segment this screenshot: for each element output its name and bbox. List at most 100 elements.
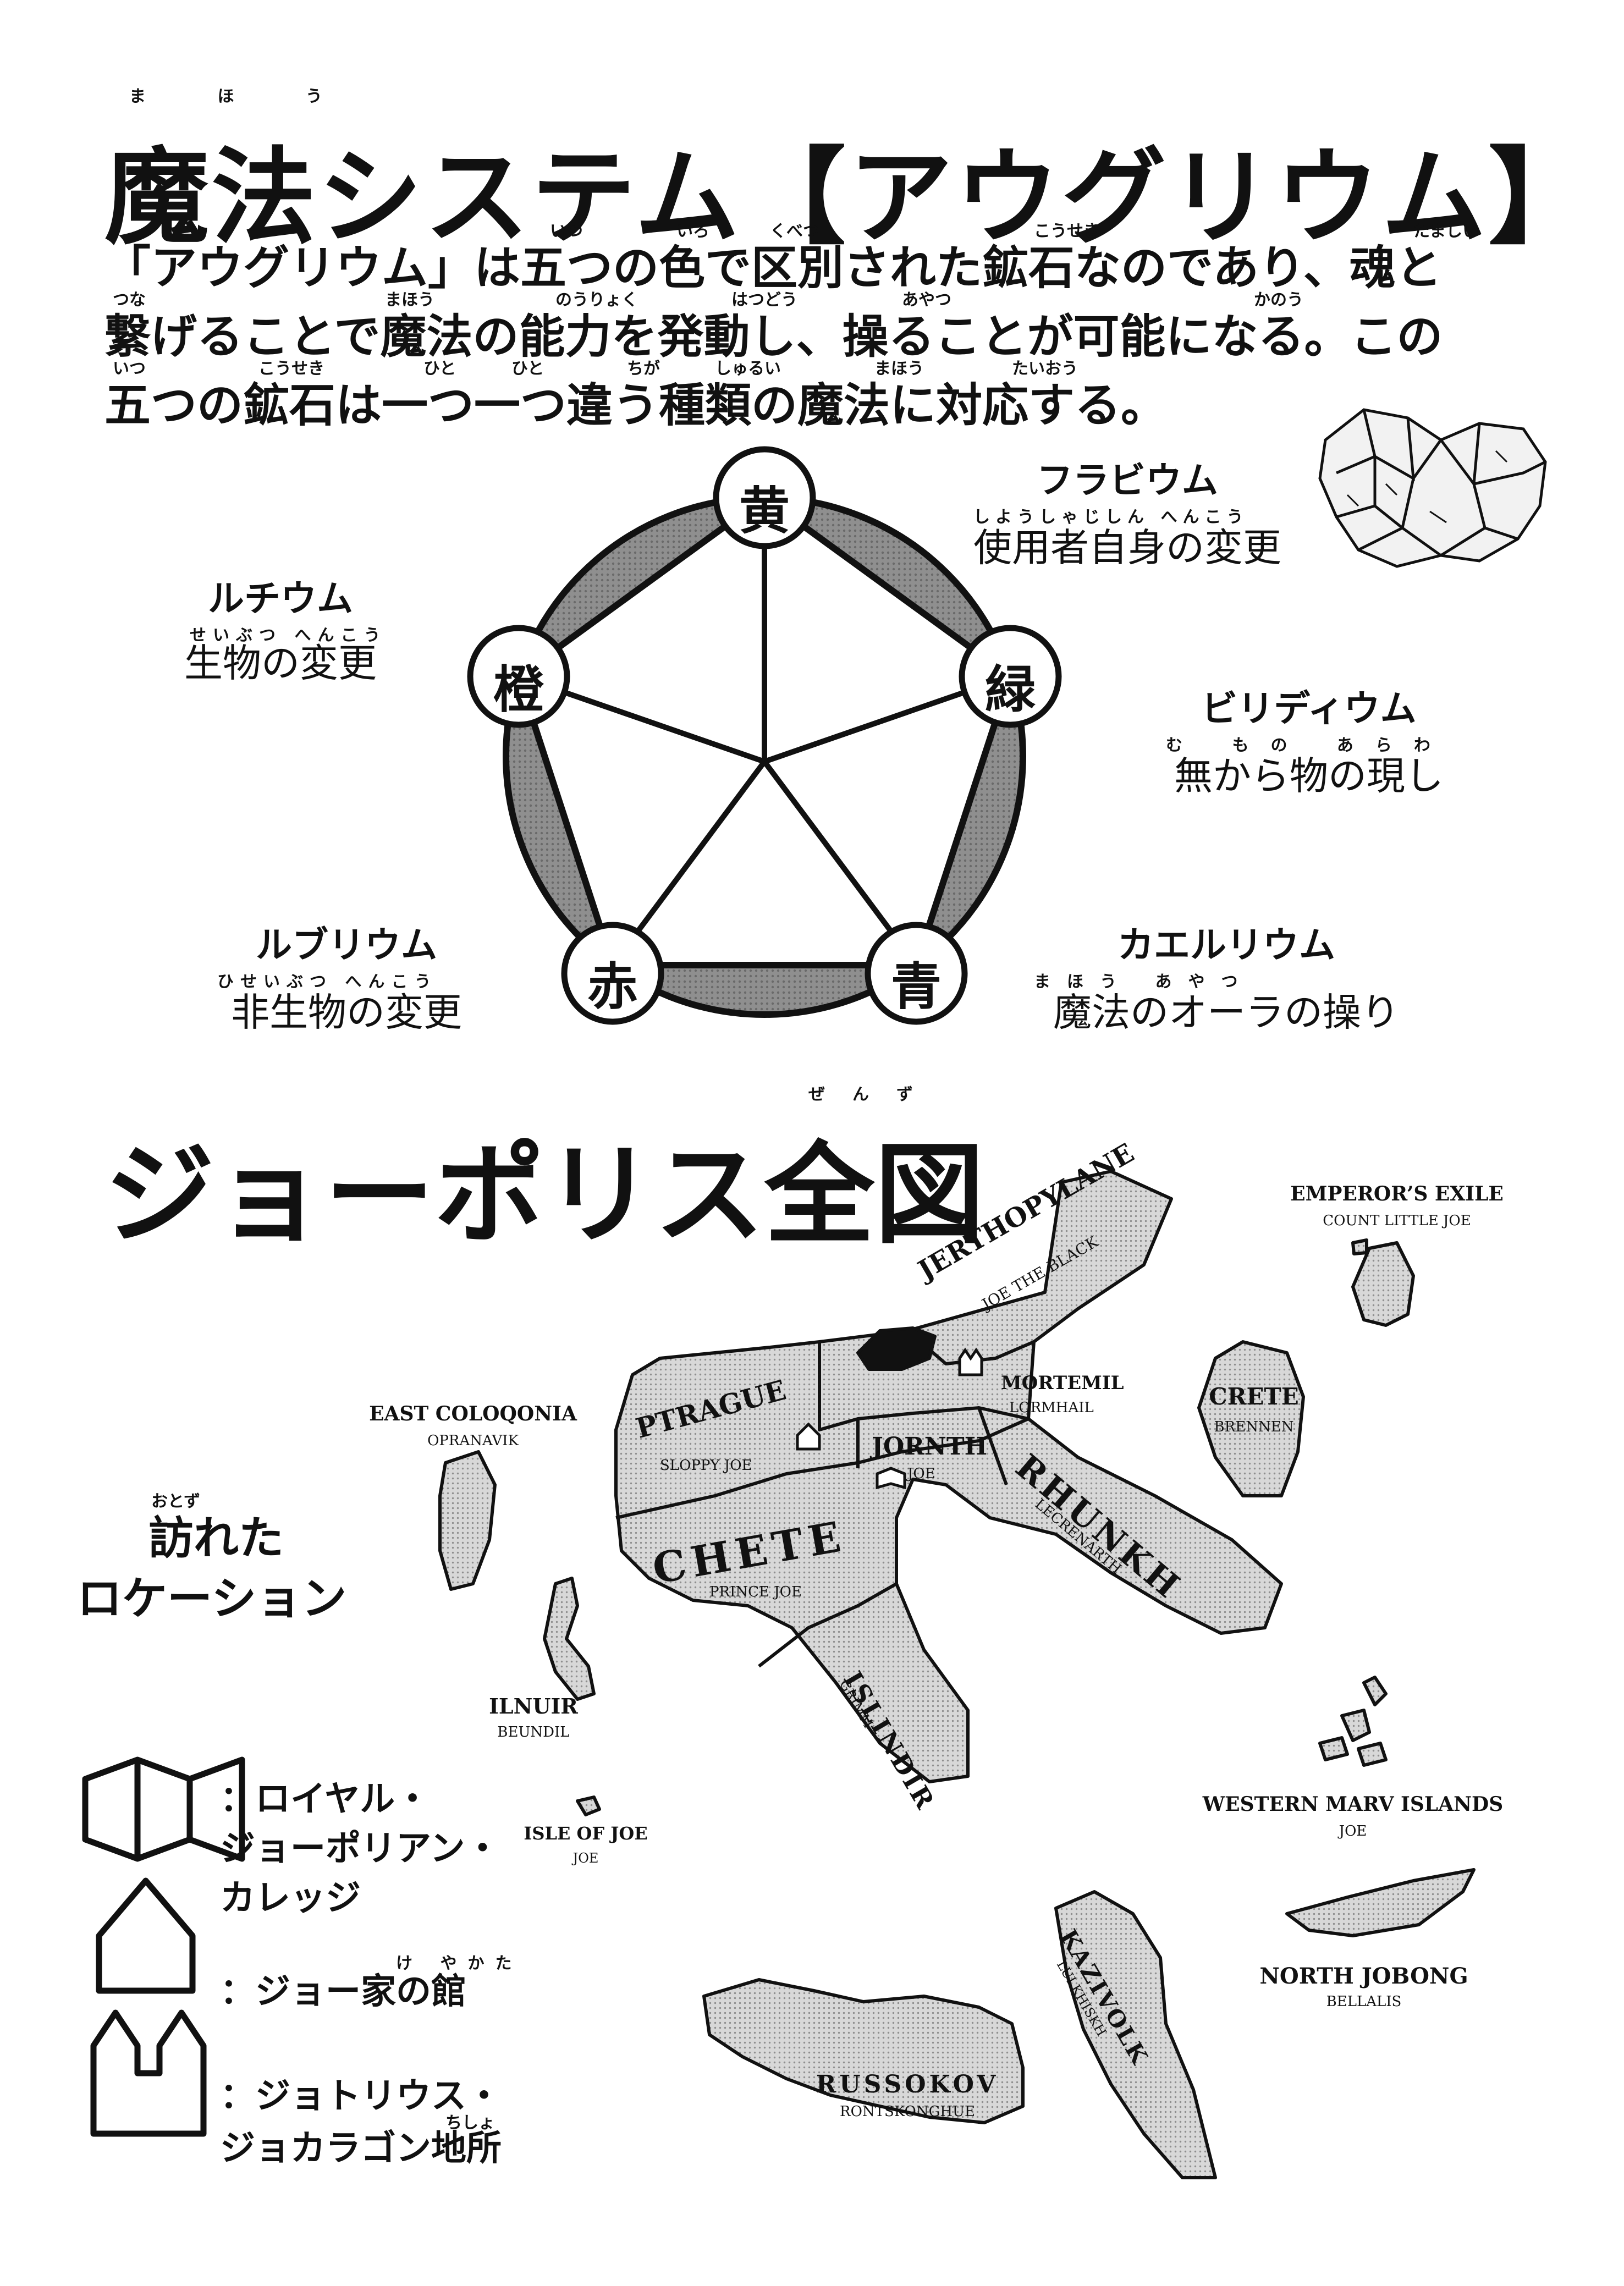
legend-book-line-3: カレッジ: [220, 1878, 361, 1919]
intro-ruby-1c: くべつ: [770, 222, 819, 241]
intro-ruby-1d: こうせき: [1034, 222, 1100, 241]
island-western-marv-4: [1357, 1742, 1388, 1767]
island-isle-of-joe: [576, 1795, 601, 1816]
label-ilnuir: ILNUIR: [489, 1694, 578, 1718]
island-north-jobong: [1285, 1868, 1476, 1937]
label-chete-sub: PRINCE JOE: [709, 1584, 802, 1600]
legend-castle-line-1: ：ジョトリウス・: [220, 2076, 502, 2117]
continent-main: [614, 1170, 1283, 1783]
augurium-diagram: [467, 408, 1547, 1025]
island-east-coloqonia: [438, 1450, 497, 1591]
flavium-desc: 使用者自身の変更: [973, 525, 1281, 570]
intro-ruby-2f: かのう: [1254, 290, 1303, 310]
intro-ruby-3c: ひと: [423, 359, 456, 378]
intro-ruby-1e: たましい: [1413, 222, 1479, 241]
legend-house-ruby: け やかた: [396, 1954, 523, 1973]
intro-ruby-3a: いつ: [113, 359, 146, 378]
label-crete-sub: BRENNEN: [1214, 1419, 1294, 1435]
map-house-icon: [796, 1422, 821, 1451]
label-russokov-sub: RONTSKONGHUE: [840, 2103, 975, 2120]
label-emperors-exile: EMPEROR’S EXILE: [1290, 1182, 1504, 1205]
intro-line-1: 「アウグリウム」は五つの色で区別された鉱石なのであり、魂と: [104, 241, 1442, 295]
lutium-desc: 生物の変更: [184, 641, 377, 686]
intro-line-3: 五つの鉱石は一つ一つ違う種類の魔法に対応する。: [104, 378, 1168, 432]
visited-line-1: 訪れた: [148, 1512, 284, 1565]
legend-book-icon: [82, 1756, 245, 1862]
map-title: ジョーポリス全図: [104, 1131, 985, 1259]
label-east-coloqonia: EAST COLOQONIA: [369, 1402, 577, 1425]
intro-ruby-1a: いつ: [550, 222, 583, 241]
label-mortemil: MORTEMIL: [1001, 1372, 1124, 1394]
legend-castle-ruby: ちしょ: [445, 2113, 495, 2133]
label-north-jobong: NORTH JOBONG: [1259, 1963, 1468, 1989]
lutium-ruby: せいぶつ へんこう: [190, 626, 387, 645]
caerulium-name: カエルリウム: [1117, 924, 1335, 966]
intro-ruby-3h: たいおう: [1012, 359, 1078, 378]
legend-house: ：ジョー家の館: [220, 1971, 466, 2012]
joepolis-map: [82, 1170, 1476, 2179]
node-yellow-label: 黄: [739, 482, 790, 541]
island-ilnuir: [543, 1577, 596, 1701]
viridium-name: ビリディウム: [1201, 687, 1417, 730]
intro-ruby-2b: まほう: [385, 290, 434, 310]
node-green: [959, 625, 1062, 728]
visited-ruby: おとず: [151, 1492, 201, 1511]
label-ilnuir-sub: BEUNDIL: [497, 1724, 570, 1740]
label-western-marv: WESTERN MARV ISLANDS: [1202, 1793, 1504, 1816]
intro-ruby-3d: ひと: [511, 359, 544, 378]
lutium-name: ルチウム: [208, 577, 353, 620]
label-western-marv-sub: JOE: [1339, 1823, 1367, 1839]
node-yellow: [713, 446, 816, 549]
intro-ruby-2e: あやつ: [902, 290, 951, 310]
island-emperors-exile: [1351, 1241, 1415, 1327]
map-castle-icon: [958, 1347, 983, 1376]
map-book-icon: [876, 1467, 906, 1490]
intro-ruby-2d: はつどう: [731, 290, 797, 310]
visited-line-2: ロケーション: [77, 1573, 347, 1625]
node-blue-label: 青: [890, 957, 942, 1016]
node-green-label: 緑: [984, 660, 1036, 719]
caerulium-ruby: まほう あやつ: [1034, 972, 1254, 991]
title-ruby: ま ほ う: [129, 87, 355, 106]
page-title: 魔法システム【アウグリウム】: [104, 137, 1595, 258]
island-russokov: [702, 1978, 1025, 2124]
island-crete: [1197, 1340, 1305, 1497]
node-orange: [467, 625, 570, 728]
intro-ruby-2a: つな: [113, 290, 146, 310]
island-western-marv-1: [1340, 1709, 1371, 1742]
label-mortemil-sub: LORMHAIL: [1009, 1400, 1094, 1416]
intro-ruby-3g: まほう: [874, 359, 924, 378]
intro-ruby-3e: ちが: [627, 359, 660, 378]
crystal-icon: [1318, 408, 1547, 568]
flavium-name: フラビウム: [1037, 459, 1218, 502]
label-ptrague-sub: SLOPPY JOE: [660, 1457, 752, 1474]
label-east-coloqonia-sub: OPRANAVIK: [427, 1433, 519, 1449]
island-western-marv-2: [1362, 1676, 1388, 1706]
node-red-label: 赤: [587, 957, 638, 1016]
island-kazivolk: [1054, 1890, 1217, 2179]
node-orange-label: 橙: [493, 660, 544, 719]
map-title-ruby: ぜんず: [808, 1085, 940, 1104]
label-crete: CRETE: [1209, 1383, 1299, 1410]
rubrium-desc: 非生物の変更: [231, 990, 462, 1035]
legend-book-line-1: ：ロイヤル・: [220, 1779, 431, 1820]
rubrium-ruby: ひせいぶつ へんこう: [217, 972, 438, 991]
label-jornth: JORNTH: [872, 1433, 988, 1461]
caerulium-desc: 魔法のオーラの操り: [1053, 990, 1400, 1035]
label-isle-of-joe-sub: JOE: [572, 1850, 599, 1866]
intro-ruby-3f: しゅるい: [715, 359, 781, 378]
island-western-marv-3: [1318, 1736, 1349, 1761]
node-red: [561, 922, 664, 1025]
legend-castle-line-2: ジョカラゴン地所: [220, 2128, 502, 2169]
intro-ruby-2c: のうりょく: [555, 290, 638, 310]
label-russokov: RUSSOKOV: [816, 2070, 999, 2098]
label-emperors-exile-sub: COUNT LITTLE JOE: [1323, 1213, 1471, 1229]
legend-castle-icon: [90, 2009, 207, 2137]
node-blue: [865, 922, 968, 1025]
intro-ruby-3b: こうせき: [258, 359, 324, 378]
label-jornth-sub: JOE: [907, 1466, 935, 1482]
intro-ruby-1b: いろ: [676, 222, 709, 241]
viridium-desc: 無から物の現し: [1174, 753, 1444, 798]
legend-book-line-2: ジョーポリアン・: [220, 1828, 500, 1869]
intro-line-2: 繋げることで魔法の能力を発動し、操ることが可能になる。この: [104, 310, 1443, 363]
